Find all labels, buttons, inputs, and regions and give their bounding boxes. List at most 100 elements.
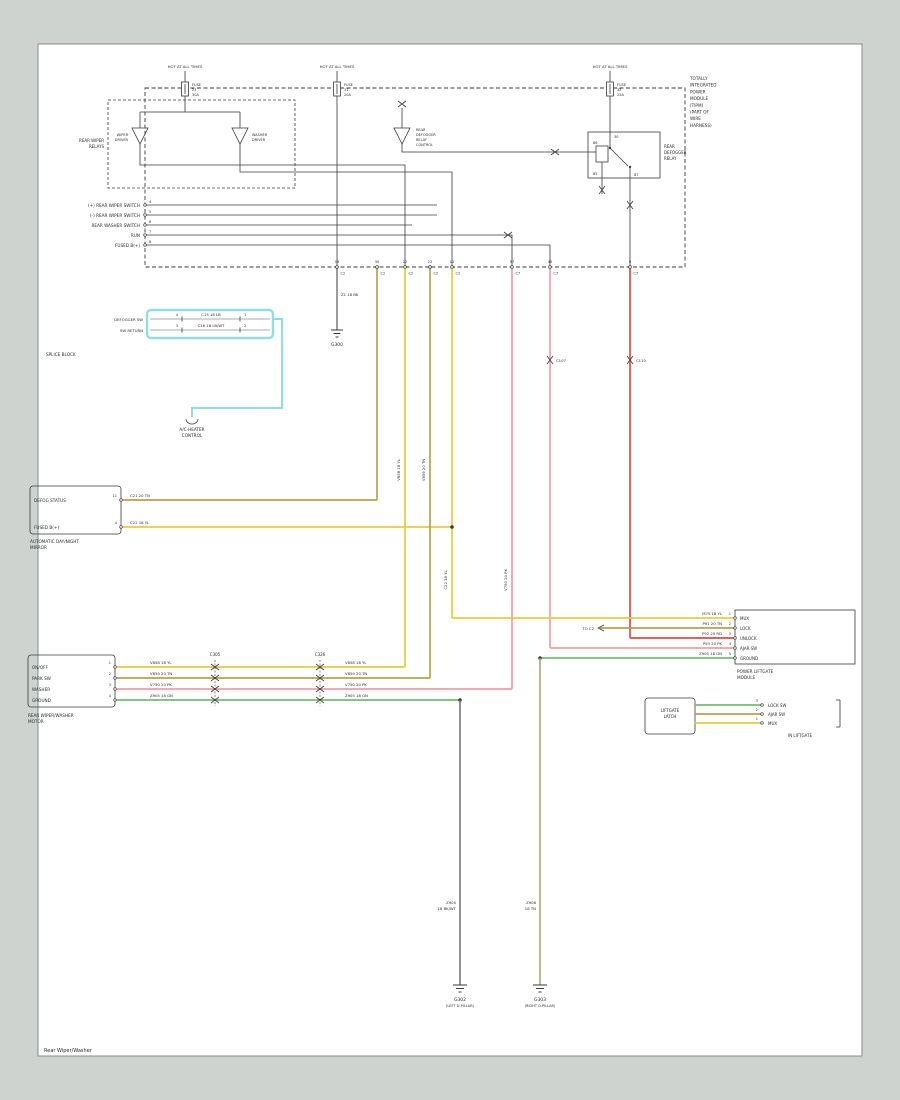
- wire-label-rotated: V750 20 PK: [503, 569, 508, 591]
- pin-number: 7: [149, 230, 151, 234]
- pin-number: 9: [629, 260, 631, 264]
- wire-label: V750 20 PK: [150, 682, 172, 687]
- component-label: MODULE: [737, 675, 756, 680]
- defogger-relay: 86 85 30 87 REAR DEFOGGER RELAY: [587, 131, 687, 267]
- row-name: AJAR SW: [768, 712, 785, 717]
- pin-number: 4: [729, 642, 732, 646]
- row-name: DEFOG STATUS: [34, 498, 66, 503]
- row-name: DEFOGGER SW: [114, 317, 143, 322]
- inline-connector-id: C326: [315, 652, 326, 657]
- tipm-note: TOTALLY INTEGRATED POWER MODULE (TIPM) (…: [689, 76, 717, 128]
- tipm-boundary: [144, 87, 686, 268]
- inline-connector-id: C107: [556, 358, 566, 363]
- wire: [239, 144, 453, 267]
- wire-label: Z905 18 GN: [699, 651, 722, 656]
- pin-number: 23: [428, 260, 432, 264]
- fuse-1: HOT AT ALL TIMES FUSE 23 30A: [168, 64, 203, 100]
- wire-label: Z906: [526, 900, 536, 905]
- row-name: ON/OFF: [32, 665, 49, 670]
- wire-label: C16 18 LB/WT: [198, 323, 225, 328]
- driver-triangle-icon: [393, 127, 411, 145]
- relay-pin: 85: [593, 172, 597, 176]
- fuse-id: 23: [192, 88, 196, 92]
- component-label: LIFTGATE: [661, 708, 680, 713]
- fuse-2: HOT AT ALL TIMES FUSE 31 20A: [320, 64, 355, 267]
- wire-label: Z905 18 GN: [345, 693, 368, 698]
- pin: [119, 498, 123, 502]
- relay-pin: 86: [593, 141, 597, 145]
- pin-number: 2: [729, 622, 731, 626]
- rear-wiper-motor: ON/OFF PARK SW WASHER GROUND 1 2 3 4 REA…: [27, 654, 117, 724]
- driver1-label: WIPER: [117, 133, 129, 137]
- pin-number: 30: [375, 260, 379, 264]
- pin-number: 5: [149, 210, 151, 214]
- auto-mirror: DEFOG STATUS FUSED B(+) 11 4 AUTOMATIC D…: [29, 485, 452, 550]
- row-name: FUSED B(+): [34, 525, 59, 530]
- pin-number: 8: [149, 240, 151, 244]
- driver3-label: REAR: [416, 128, 426, 132]
- splice-label: SPLICE BLOCK: [46, 352, 76, 357]
- component-outline: [29, 485, 122, 535]
- relay-label: RELAY: [664, 156, 677, 161]
- ground-location: (RIGHT D-PILLAR): [525, 1004, 556, 1008]
- pin: [733, 636, 737, 640]
- pin: [143, 203, 147, 207]
- ground-id: G300: [331, 342, 343, 348]
- ground-id: G303: [534, 997, 546, 1003]
- pin: [143, 233, 147, 237]
- relay-box-outline: [107, 99, 296, 189]
- pin-number: 3: [176, 324, 178, 328]
- end-label: A/C-HEATER: [179, 427, 204, 432]
- relay-outline: [587, 131, 661, 179]
- ground-id: G302: [454, 997, 466, 1003]
- liftgate-module: MUX LOCK UNLOCK AJAR SW GROUND 1 2 3 4 5…: [729, 609, 856, 680]
- wire-label: Z1 18 BK: [341, 292, 359, 297]
- row-name: UNLOCK: [740, 636, 757, 641]
- wire-label-rotated: C22 18 YL: [443, 570, 448, 590]
- wire-label: M75 18 YL: [702, 611, 723, 616]
- fuse-amp: 25A: [617, 93, 624, 97]
- wire: [145, 244, 551, 267]
- wire: [401, 144, 588, 153]
- wire: [139, 144, 406, 267]
- hot-label: HOT AT ALL TIMES: [320, 64, 355, 69]
- connector-icon: [185, 418, 199, 425]
- pin-number: 1: [109, 661, 111, 665]
- row-name: SW RETURN: [120, 328, 143, 333]
- page-sheet: [37, 43, 863, 1057]
- ground-g302: Z905 18 BK/WT G302 (LEFT D-PILLAR): [438, 698, 475, 1008]
- wire-label: Z905: [446, 900, 456, 905]
- fuse-id: 31: [344, 88, 348, 92]
- pin-number: 57: [510, 260, 514, 264]
- off-page-label: TO C2: [581, 626, 594, 631]
- inline-connector-id: C110: [636, 358, 646, 363]
- row-name: GROUND: [32, 698, 51, 703]
- defogger-relay-control-driver: REAR DEFOGGER RELAY CONTROL: [393, 100, 588, 156]
- liftgate-latch: LIFTGATE LATCH 3 2 1 LOCK SW AJAR SW MUX…: [644, 697, 841, 738]
- driver3-label: CONTROL: [416, 143, 433, 147]
- diagram-footer-title: Rear Wiper/Washer: [44, 1048, 93, 1054]
- driver-triangle-icon: [231, 127, 249, 145]
- pin: [143, 223, 147, 227]
- pin-number: 4: [176, 313, 179, 317]
- wire-lightblue: [191, 318, 283, 417]
- signal-label: (-) REAR WIPER SWITCH: [90, 213, 140, 218]
- pin-number: 1: [729, 612, 731, 616]
- connector-id: C2: [434, 272, 439, 276]
- pin: [733, 656, 737, 660]
- pin-number: 1: [756, 717, 758, 721]
- pin: [760, 703, 764, 707]
- wire-label: 18 BK/WT: [438, 906, 457, 911]
- wire-label-rotated: V859 20 TN: [421, 459, 426, 481]
- wire: [145, 234, 513, 267]
- wire-label: V750 20 PK: [345, 682, 367, 687]
- pin-number: 11: [450, 260, 454, 264]
- driver-triangle-icon: [131, 127, 149, 145]
- component-label: LATCH: [664, 714, 677, 719]
- pin: [428, 265, 432, 269]
- row-name: MUX: [740, 616, 749, 621]
- wire-label: V859 20 TN: [345, 671, 367, 676]
- pin: [510, 265, 514, 269]
- bracket-label: IN LIFTGATE: [788, 733, 812, 738]
- off-page-arrow-icon: [597, 624, 605, 632]
